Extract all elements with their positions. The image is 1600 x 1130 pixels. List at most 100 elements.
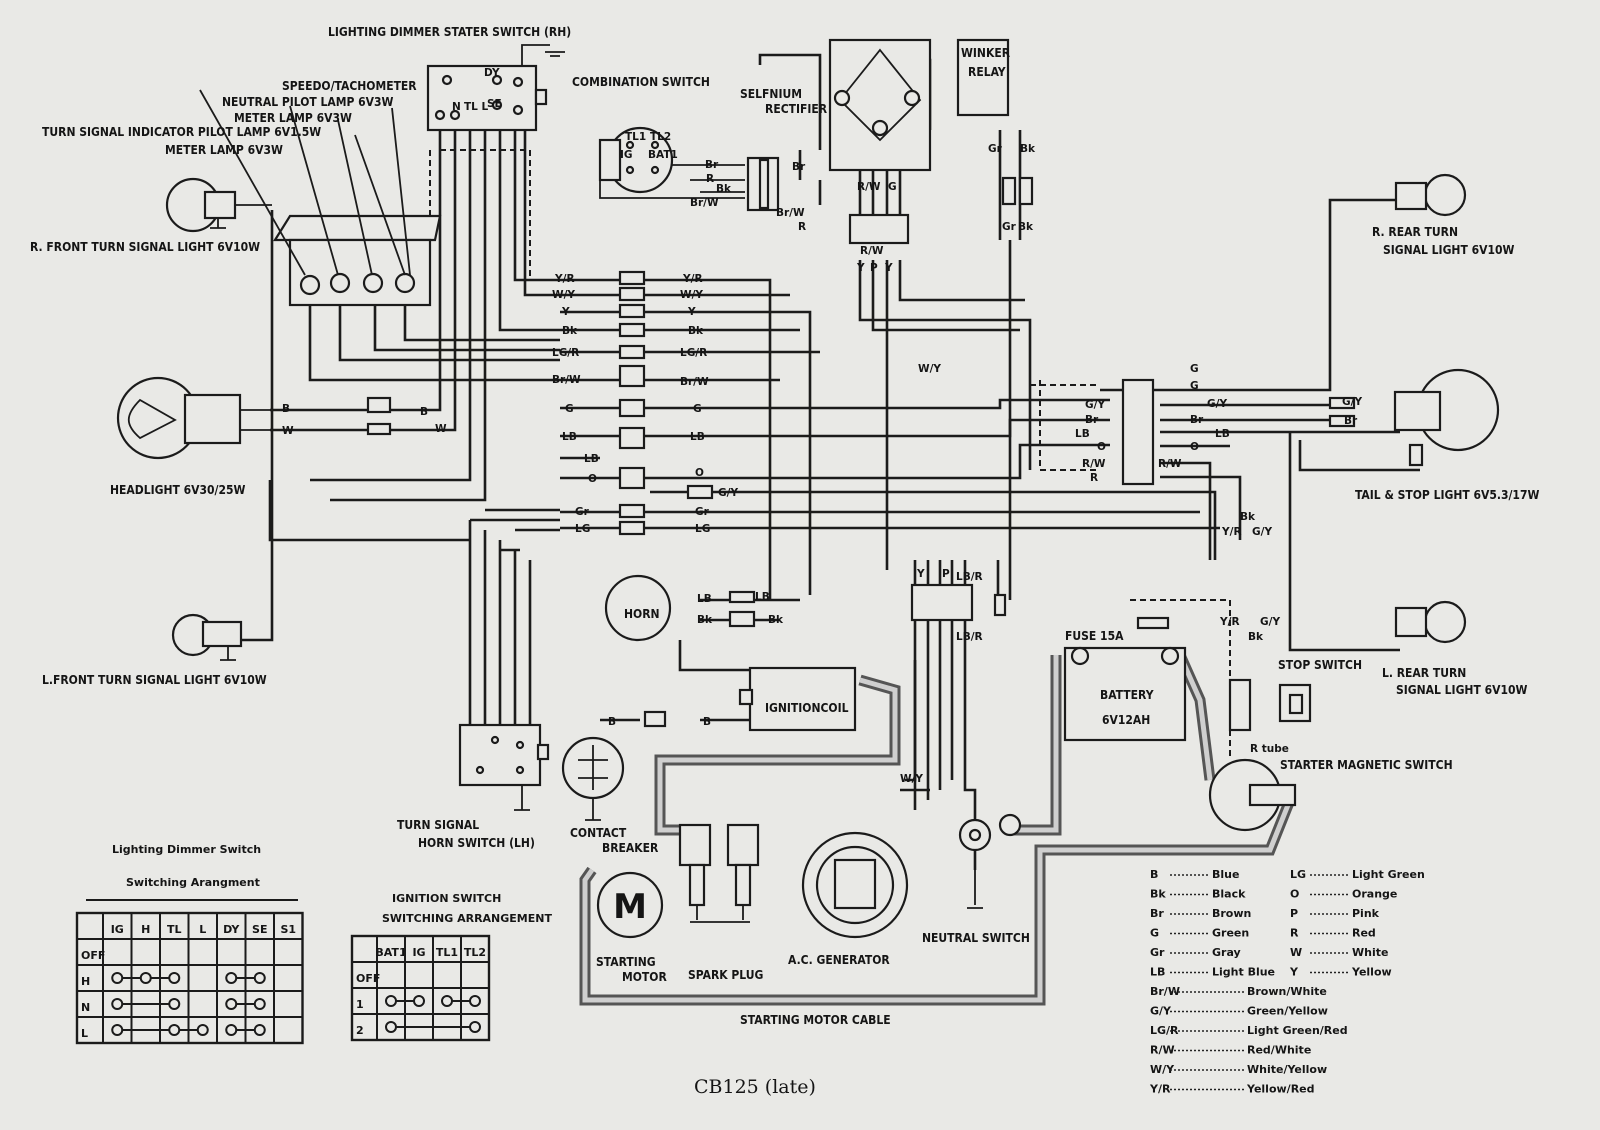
wire-label: B (282, 403, 290, 415)
wire-label: Bk (688, 325, 704, 337)
label-r-tube: R tube (1250, 743, 1289, 755)
winker-relay-body (956, 38, 1034, 206)
label-tail-stop: TAIL & STOP LIGHT 6V5.3/17W (1355, 488, 1539, 502)
label-contact-2: BREAKER (602, 841, 659, 855)
ac-generator-body (801, 831, 909, 939)
wire-label: Y (687, 306, 696, 318)
table-column-header: BAT1 (375, 946, 406, 959)
wire-label: Bk (562, 325, 578, 337)
label-r-front-turn: R. FRONT TURN SIGNAL LIGHT 6V10W (30, 240, 260, 254)
legend-name: Blue (1212, 868, 1239, 881)
switch-contact (111, 972, 124, 984)
legend-name: Red (1352, 927, 1376, 940)
switch-contact (253, 972, 266, 984)
wire-label: LB (562, 431, 577, 443)
legend-code: Br (1150, 907, 1164, 920)
horn-body (604, 574, 756, 642)
wire-label: Y (884, 262, 893, 274)
legend-code: P (1290, 907, 1298, 920)
switch-contact (168, 1024, 181, 1036)
wire-label: Br/W (690, 197, 719, 209)
legend-code: O (1290, 888, 1299, 901)
wire-label: R (1090, 472, 1098, 484)
switch-contact (225, 998, 238, 1010)
label-contact-1: CONTACT (570, 826, 627, 840)
switch-contact (168, 972, 181, 984)
motor-symbol: M (613, 887, 647, 927)
table-column-header: DY (223, 923, 240, 936)
legend-name: Green/Yellow (1247, 1005, 1328, 1018)
wire-label: Bk (1248, 631, 1264, 643)
starter-magnetic-switch-body (1208, 678, 1297, 832)
wire-label: G (1190, 380, 1199, 392)
label-winker-1: WINKER (961, 46, 1011, 60)
table-column-header: TL (167, 923, 182, 936)
wire-label: Br (1190, 414, 1204, 426)
wire-label: Gr (575, 506, 590, 518)
legend-name: Yellow/Red (1246, 1083, 1315, 1096)
legend-name: Gray (1212, 946, 1241, 959)
label-headlight: HEADLIGHT 6V30/25W (110, 483, 245, 497)
label-rectifier-1: SELFNIUM (740, 87, 802, 101)
table-column-header: H (141, 923, 150, 936)
wire-label: P (942, 568, 950, 580)
wire-label: Br/W (552, 374, 581, 386)
switch-contact (253, 998, 266, 1010)
wire-label: O (695, 467, 704, 479)
legend-name: Light Green/Red (1247, 1024, 1348, 1037)
switch-contact (469, 995, 481, 1007)
connector-blocks (366, 270, 1356, 536)
wire-label: G (1190, 363, 1199, 375)
wire-label: Br (792, 161, 806, 173)
switch-contact (469, 1021, 481, 1033)
legend-code: R/W (1150, 1044, 1175, 1057)
wire-label: G/Y (1252, 526, 1272, 538)
label-ac-generator: A.C. GENERATOR (788, 953, 890, 967)
stop-switch-body (1278, 683, 1312, 723)
table-column-header: TL1 (436, 946, 458, 959)
wire-label: LG (695, 523, 710, 535)
wire-label: Gr (988, 143, 1003, 155)
wire-label: W/Y (918, 363, 941, 375)
switch-contact (196, 1024, 209, 1036)
wire-label: LB (697, 593, 712, 605)
ignition-table-title-1: IGNITION SWITCH (392, 892, 501, 905)
legend-code: G/Y (1150, 1005, 1172, 1018)
table-column-header: IG (111, 923, 124, 936)
wire-label: Y (561, 306, 570, 318)
wire-label: W/Y (900, 773, 923, 785)
wire-label: Y/R (682, 273, 703, 285)
legend-code: LG (1290, 868, 1306, 881)
headlight-lamp (116, 376, 270, 460)
wire-label: TL L (464, 101, 489, 113)
wire-label: LB (690, 431, 705, 443)
label-r-rear-turn-2: SIGNAL LIGHT 6V10W (1383, 243, 1514, 257)
legend-code: R (1290, 927, 1299, 940)
label-meter-lamp-1: METER LAMP 6V3W (234, 111, 352, 125)
wire-label: G (565, 403, 574, 415)
wire-label: Y (856, 262, 865, 274)
table-row-header: 2 (356, 1024, 364, 1037)
wire-label: TL1 (625, 131, 646, 143)
legend-name: Light Blue (1212, 966, 1275, 979)
wire-label: W/Y (680, 289, 703, 301)
wire-label: G/Y (1342, 396, 1362, 408)
ignition-coil-body (643, 666, 857, 732)
legend-name: Red/White (1247, 1044, 1311, 1057)
label-spark-plug: SPARK PLUG (688, 968, 764, 982)
legend-code: Br/W (1150, 985, 1180, 998)
label-stop-switch: STOP SWITCH (1278, 658, 1362, 672)
switch-contact (111, 1024, 124, 1036)
wire-label: LG/R (552, 347, 579, 359)
wire-label: B (420, 406, 428, 418)
legend-name: Yellow (1351, 966, 1392, 979)
wire-label: Bk (1018, 221, 1034, 233)
label-horn-switch-2: HORN SWITCH (LH) (418, 836, 535, 850)
wire-label: LB/R (956, 571, 983, 583)
wire-label: G (888, 181, 897, 193)
table-column-header: TL2 (464, 946, 486, 959)
legend-code: Bk (1150, 888, 1166, 901)
legend-name: Orange (1352, 888, 1397, 901)
table-row-header: 1 (356, 998, 364, 1011)
wire-label: Br/W (680, 376, 709, 388)
